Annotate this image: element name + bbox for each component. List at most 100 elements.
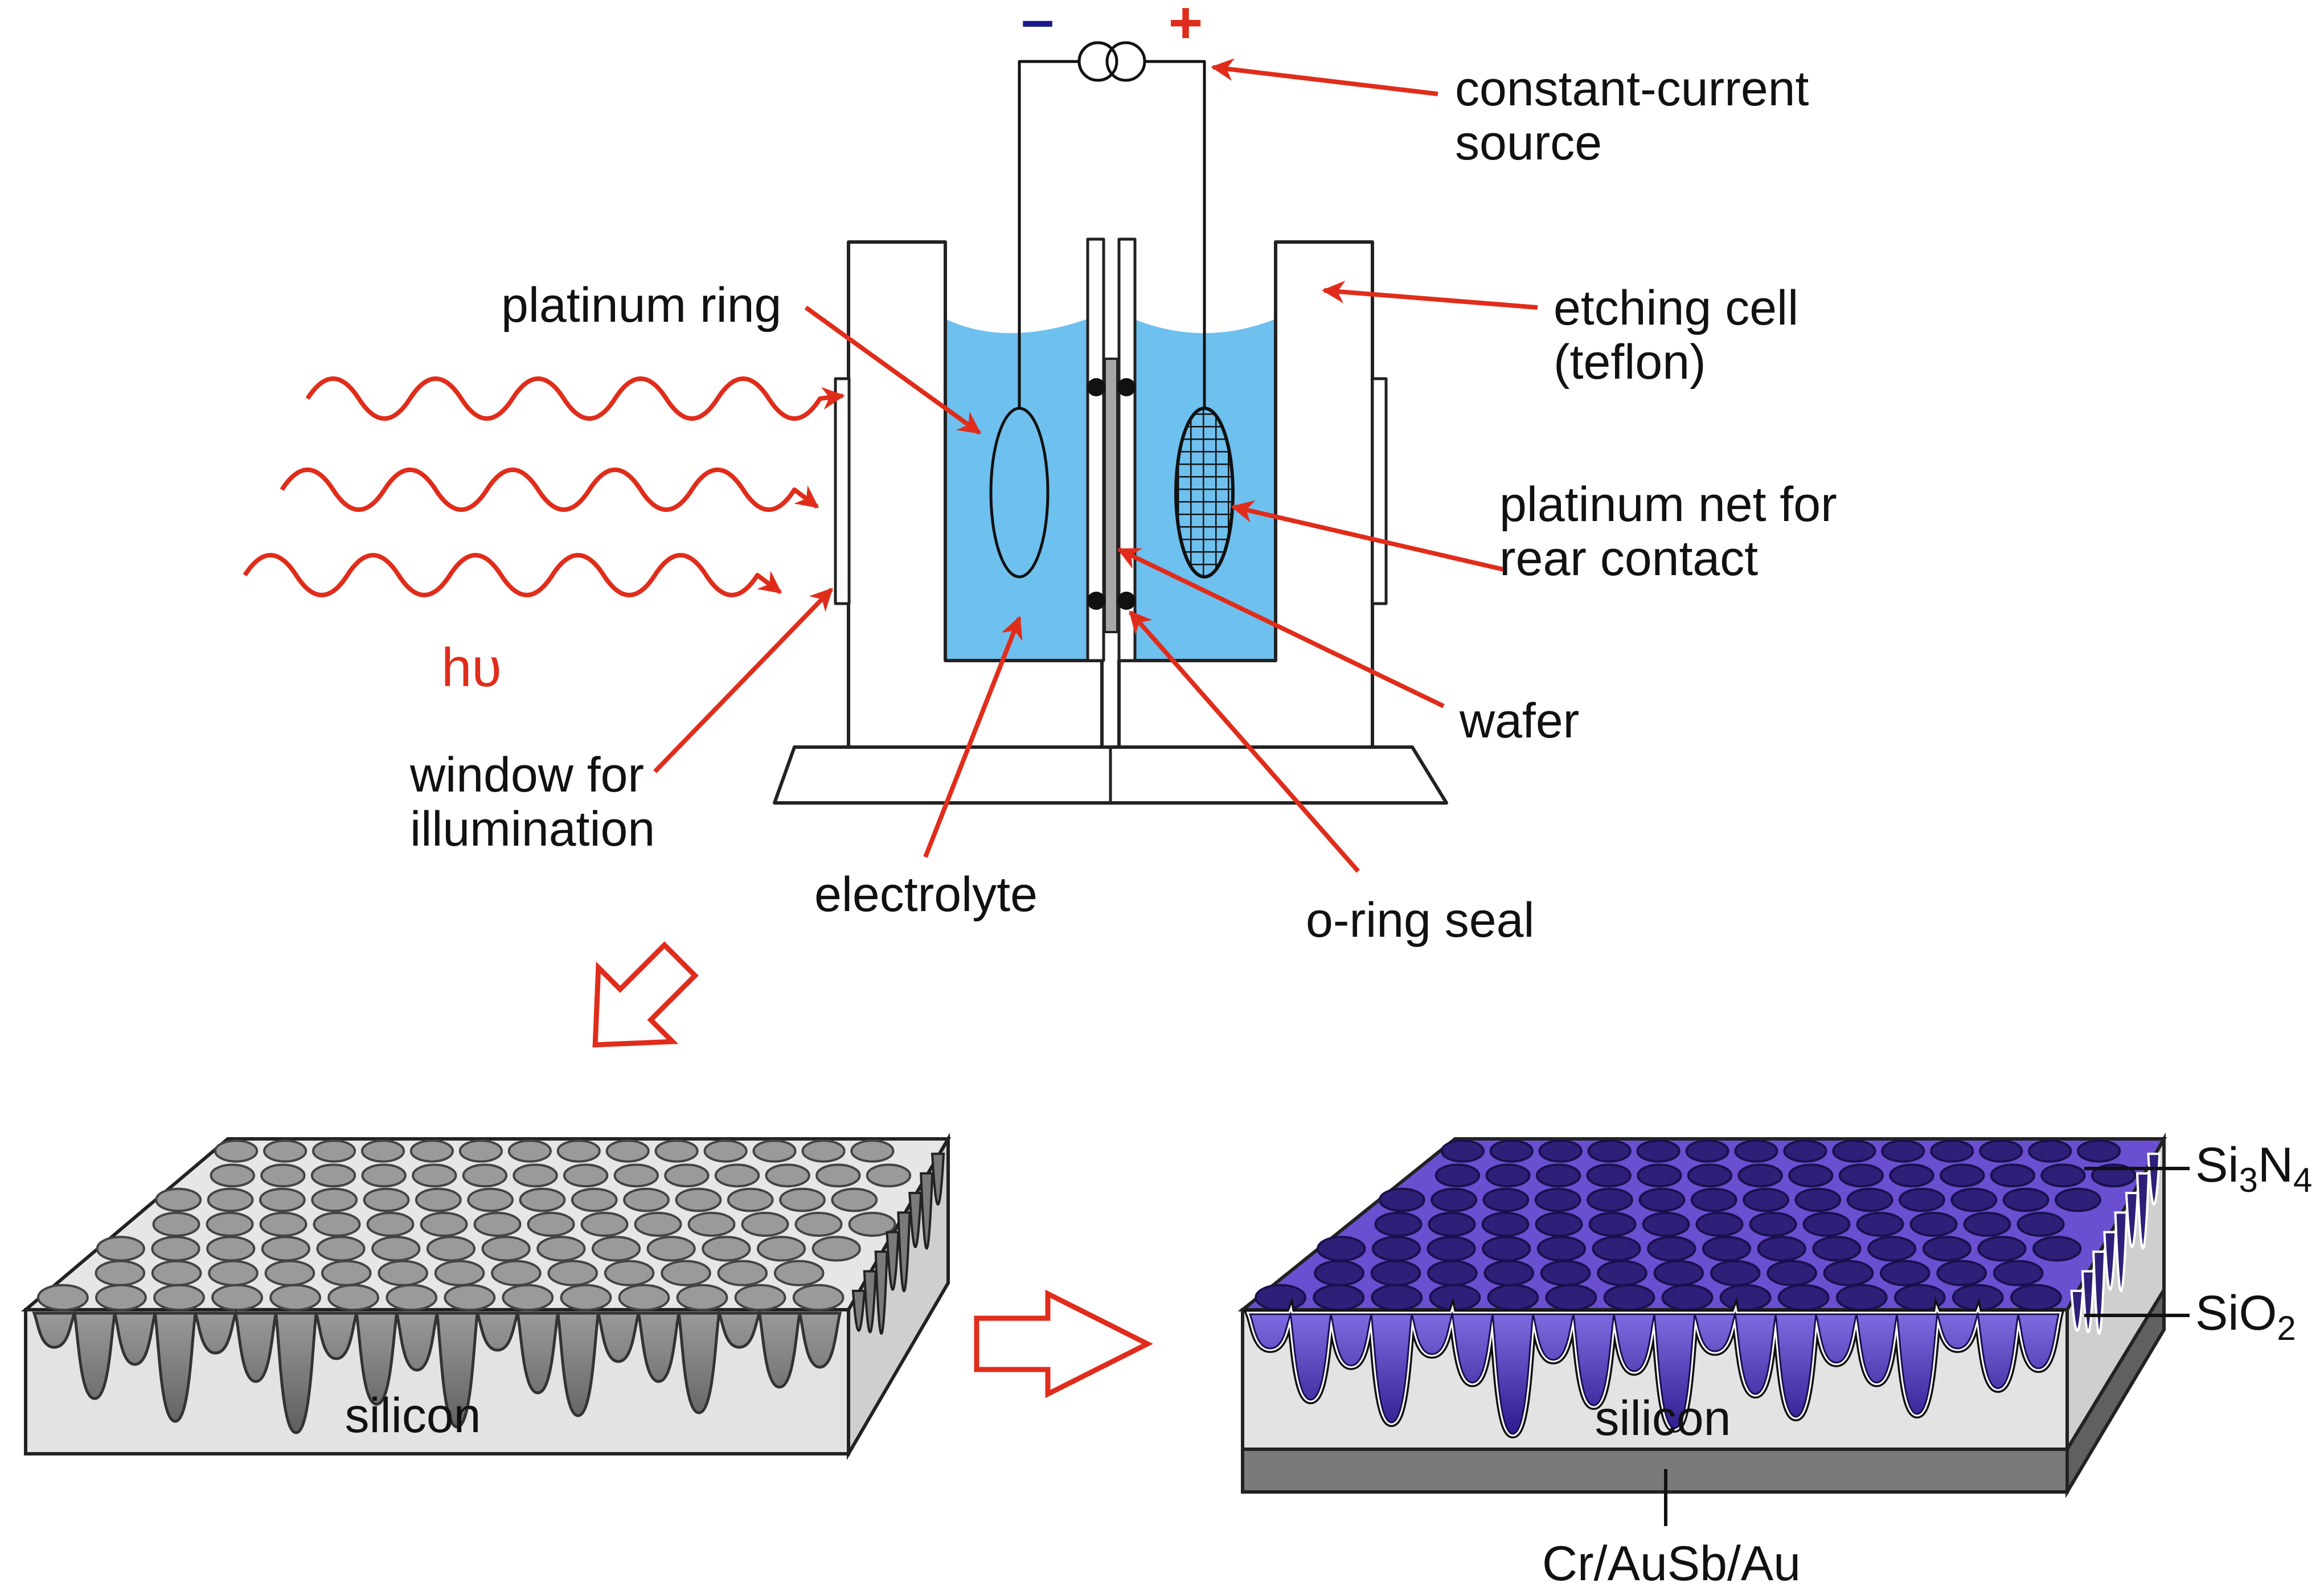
side-pore xyxy=(863,1270,877,1334)
right-window xyxy=(1371,377,1388,605)
pore-opening xyxy=(2032,1236,2082,1262)
pore-opening xyxy=(264,1260,315,1286)
pore-opening xyxy=(687,1212,736,1237)
side-pore xyxy=(2103,1231,2117,1291)
pore-opening xyxy=(1661,1284,1714,1311)
pore-opening xyxy=(1313,1284,1365,1311)
pore-cross-sections xyxy=(32,1307,842,1434)
pore-opening xyxy=(1378,1187,1425,1212)
o-ring-bottom-right xyxy=(1117,592,1136,610)
right-silicon-label: silicon xyxy=(1595,1391,1731,1446)
pore-opening xyxy=(1427,1236,1476,1262)
arrow-platinum-net xyxy=(1231,500,1504,572)
pore-opening xyxy=(773,1260,825,1286)
side-pore xyxy=(2125,1191,2139,1248)
pore-opening xyxy=(1940,1163,1985,1188)
coated-pore-cross-sections xyxy=(1243,1296,2065,1439)
side-pore-cross-sections xyxy=(851,1153,945,1335)
pore-opening xyxy=(527,1212,575,1237)
pore-opening xyxy=(2002,1187,2050,1212)
pore-opening xyxy=(409,1139,454,1163)
pore-opening xyxy=(458,1139,503,1163)
pore-opening xyxy=(756,1236,806,1262)
pore-opening xyxy=(1538,1139,1583,1163)
pore-opening xyxy=(1794,1187,1842,1212)
circuit-wire-left xyxy=(1018,60,1079,408)
pore-opening xyxy=(1255,1284,1307,1311)
pore-opening xyxy=(1592,1236,1641,1262)
pore-opening xyxy=(1483,1260,1534,1286)
pore-opening xyxy=(310,1163,356,1188)
pore-opening xyxy=(717,1260,768,1286)
pore-opening xyxy=(420,1212,468,1237)
pore-opening xyxy=(1889,1163,1934,1188)
pore-opening xyxy=(547,1260,599,1286)
pore-opening xyxy=(1802,1212,1851,1237)
pore-opening xyxy=(1777,1284,1830,1311)
side-pore xyxy=(931,1153,945,1206)
pore-opening xyxy=(444,1284,496,1311)
pore-opening xyxy=(1642,1212,1690,1237)
side-pore xyxy=(897,1211,911,1293)
pore-opening xyxy=(1482,1236,1531,1262)
pore-opening xyxy=(623,1187,670,1212)
pore-opening xyxy=(1535,1212,1583,1237)
pore-opening xyxy=(792,1284,845,1311)
pore-opening xyxy=(206,1236,256,1262)
light-wave xyxy=(243,553,782,597)
light-wave xyxy=(305,376,845,421)
pore-opening xyxy=(676,1284,728,1311)
pore-opening xyxy=(613,1163,659,1188)
pore-opening xyxy=(1993,1260,2044,1286)
pore-opening xyxy=(1587,1139,1632,1163)
pore-opening xyxy=(1930,1139,1974,1163)
pore-opening xyxy=(259,1212,308,1237)
pore-opening xyxy=(654,1139,699,1163)
minus-terminal: – xyxy=(1021,0,1054,53)
pore-opening xyxy=(801,1139,846,1163)
pore-opening xyxy=(1588,1212,1637,1237)
pore-opening xyxy=(1587,1187,1633,1212)
pore-opening xyxy=(1702,1236,1752,1262)
pore-opening xyxy=(210,1163,255,1188)
pore-opening xyxy=(866,1163,912,1188)
pore-opening xyxy=(37,1284,89,1311)
pore-opening xyxy=(605,1139,650,1163)
arrow-platinum-ring xyxy=(804,305,982,435)
pore-opening xyxy=(1737,1163,1783,1188)
pore-opening xyxy=(1314,1260,1364,1286)
pore-opening xyxy=(1788,1163,1834,1188)
pore-opening xyxy=(152,1212,200,1237)
pore-opening xyxy=(563,1163,609,1188)
pore-opening xyxy=(1603,1284,1655,1311)
label-electrolyte: electrolyte xyxy=(814,867,1038,922)
plus-terminal: + xyxy=(1169,0,1203,56)
pore-cross-section xyxy=(32,1307,842,1434)
pore-opening xyxy=(1685,1139,1729,1163)
pore-opening xyxy=(360,1139,405,1163)
arrow-electrolyte xyxy=(923,616,1023,858)
pore-opening xyxy=(1540,1260,1591,1286)
pore-opening xyxy=(259,1187,306,1212)
pore-opening xyxy=(1757,1236,1806,1262)
pore-opening xyxy=(1977,1236,2027,1262)
pore-opening xyxy=(1867,1236,1917,1262)
pore-opening xyxy=(664,1163,710,1188)
pore-opening xyxy=(734,1284,786,1311)
pore-opening xyxy=(727,1187,774,1212)
side-pore xyxy=(851,1289,866,1332)
pore-opening xyxy=(560,1284,612,1311)
label-platinum-ring: platinum ring xyxy=(501,278,781,333)
o-ring-bottom-left xyxy=(1087,592,1105,610)
pore-opening xyxy=(462,1163,508,1188)
pore-opening xyxy=(1374,1212,1423,1237)
label-etching-cell: etching cell xyxy=(1554,281,1798,335)
pore-opening xyxy=(1835,1284,1888,1311)
pore-opening xyxy=(467,1187,514,1212)
pore-opening xyxy=(206,1212,254,1237)
pore-opening xyxy=(1812,1236,1862,1262)
pore-opening xyxy=(507,1139,552,1163)
wafer xyxy=(1104,358,1118,633)
pore-opening xyxy=(634,1212,682,1237)
pore-opening xyxy=(1636,1139,1681,1163)
